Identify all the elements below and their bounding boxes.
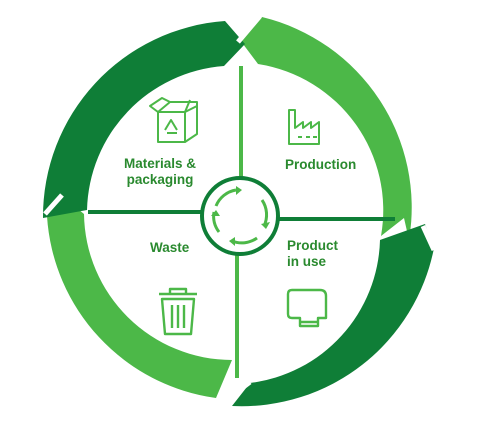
ring-gaps <box>43 14 437 402</box>
ring-arrow-top-left <box>42 21 245 218</box>
trash-can-icon <box>159 287 197 336</box>
materials-label-line-2: packaging <box>126 172 194 187</box>
ring-arrow-bottom-right <box>232 224 434 407</box>
recycling-box-icon <box>149 97 198 143</box>
product-in-use-label-line-2: in use <box>287 254 327 269</box>
production-label: Production <box>285 157 356 173</box>
factory-icon <box>288 109 320 145</box>
quadrant-dividers <box>88 66 395 378</box>
product-in-use-label: Product in use <box>287 238 338 270</box>
ring-arrow-bottom-left <box>47 195 232 398</box>
production-label-line-1: Production <box>285 157 357 172</box>
materials-packaging-label: Materials & packaging <box>112 156 208 188</box>
dispenser-icon <box>286 288 328 328</box>
product-in-use-label-line-1: Product <box>287 238 339 253</box>
waste-label-line-1: Waste <box>150 240 190 255</box>
materials-label-line-1: Materials & <box>123 156 197 171</box>
center-arrowheads <box>211 186 270 246</box>
waste-label: Waste <box>150 240 189 256</box>
